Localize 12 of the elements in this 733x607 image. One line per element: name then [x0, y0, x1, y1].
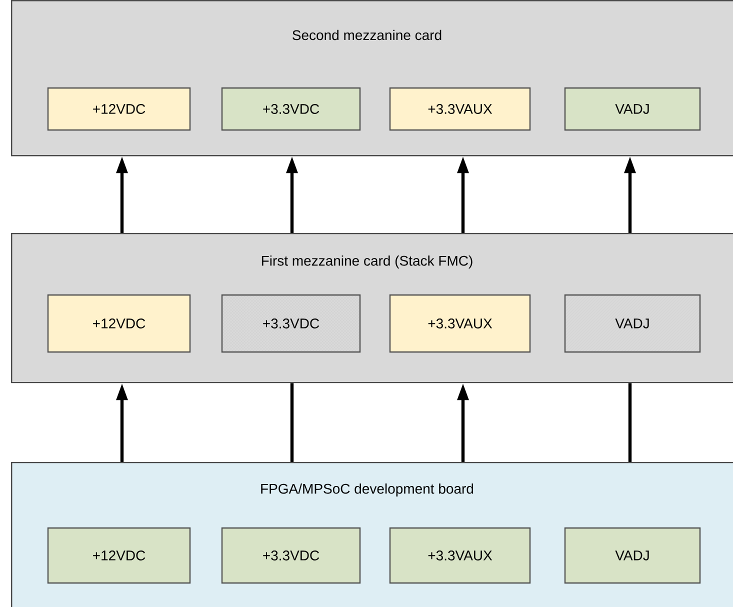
voltage-box: +3.3VAUX [389, 527, 531, 584]
voltage-box: VADJ [564, 527, 701, 584]
voltage-box: +3.3VAUX [389, 294, 531, 353]
voltage-box: +12VDC [47, 87, 191, 131]
voltage-box: +3.3VDC [221, 87, 361, 131]
voltage-box: +3.3VAUX [389, 87, 531, 131]
voltage-box: +12VDC [47, 527, 191, 584]
voltage-box: +12VDC [47, 294, 191, 353]
voltage-box: +3.3VDC [221, 527, 361, 584]
voltage-box: +3.3VDC [221, 294, 361, 353]
voltage-box: VADJ [564, 87, 701, 131]
voltage-box: VADJ [564, 294, 701, 353]
